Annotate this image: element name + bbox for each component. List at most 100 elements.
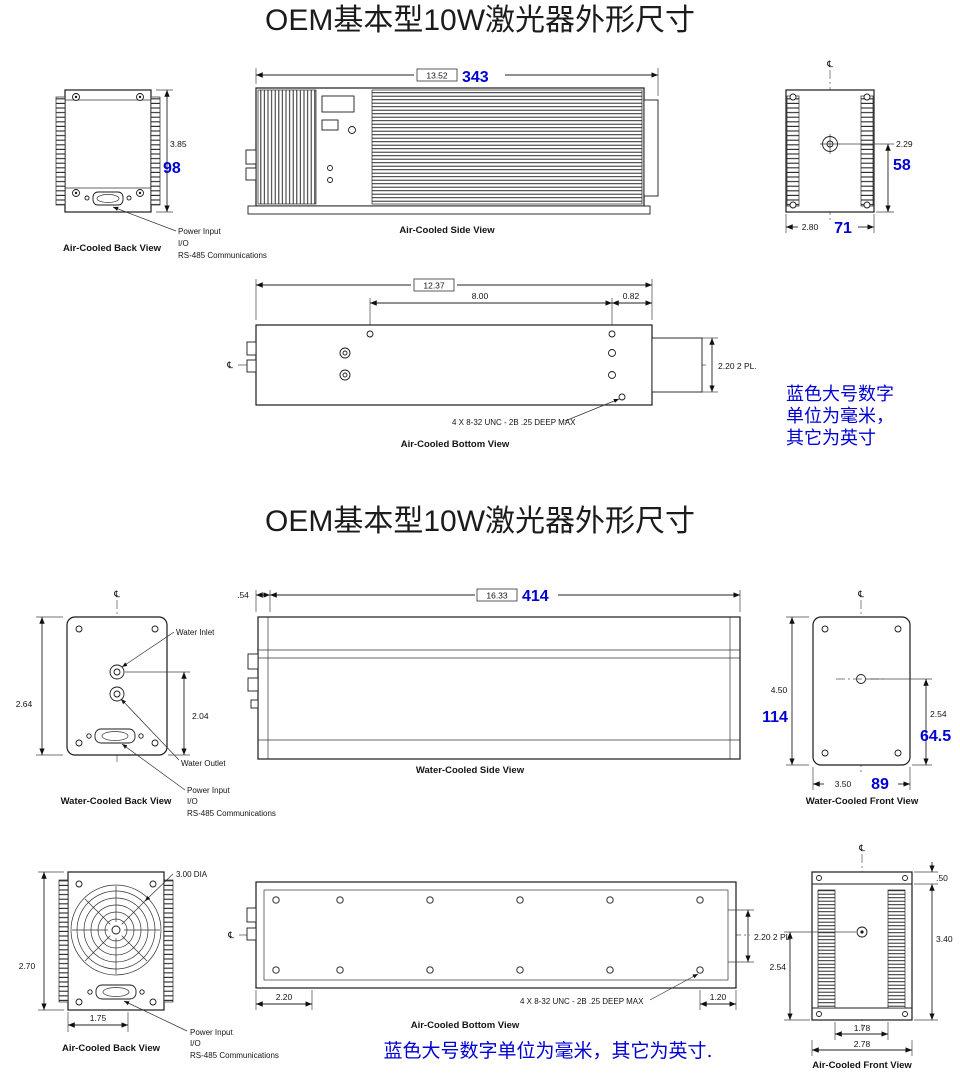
wfront-view-label: Water-Cooled Front View — [806, 796, 919, 807]
bottom-width-dimension — [702, 337, 718, 393]
left-connector-2 — [246, 927, 257, 941]
end-heatsink — [257, 89, 317, 205]
wfront-width-mm: 89 — [871, 776, 889, 793]
left-connector-1 — [245, 149, 257, 165]
afront-view-label: Air-Cooled Front View — [812, 1060, 912, 1071]
afront-width-in: 2.78 — [854, 1039, 871, 1049]
inlet-leader — [121, 631, 175, 668]
callout-power-input: Power Input — [190, 1028, 233, 1037]
thread-leader — [564, 398, 620, 422]
aback-offset-dimension — [67, 1012, 129, 1032]
front-width-in: 2.80 — [802, 222, 819, 232]
front-width-dimension — [785, 214, 875, 233]
bottom-view-label: Air-Cooled Bottom View — [401, 439, 510, 450]
left-connector-2 — [247, 677, 259, 692]
cooling-fan — [70, 884, 162, 976]
back-view-label: Air-Cooled Back View — [63, 243, 162, 254]
bottom-air-cooled-front-view: ℄ .50 3.40 2.54 — [769, 843, 952, 1071]
wside-body — [257, 616, 741, 760]
abottom-view-label: Air-Cooled Bottom View — [411, 1020, 520, 1031]
hole-offset-in: 0.82 — [623, 291, 640, 301]
afront-inner-width-in: 1.78 — [854, 1023, 871, 1033]
wside-length-mm: 414 — [522, 588, 549, 605]
callout-io: I/O — [178, 239, 189, 248]
wfront-body — [812, 616, 911, 766]
bottom-air-cooled-bottom-view: ℄ 2.20 2 PL 2.20 4 X 8-32 UNC - 2B .25 D… — [227, 881, 791, 1031]
inlet-to-base-dimension — [125, 671, 190, 756]
bottom-title: OEM基本型10W激光器外形尺寸 — [265, 505, 695, 538]
centerline-symbol: ℄ — [227, 930, 234, 940]
top-title: OEM基本型10W激光器外形尺寸 — [265, 4, 695, 37]
callout-rs485: RS-485 Communications — [187, 809, 276, 818]
corner-screw-holes — [75, 880, 157, 1006]
bottom-air-cooled-back-view: 3.00 DIA 2.70 1.75 Power Input I/O RS-48… — [19, 870, 279, 1060]
abottom-inner — [263, 889, 729, 981]
afront-height-dimension — [914, 884, 938, 1021]
left-connector-1 — [246, 907, 257, 923]
callout-power-input: Power Input — [178, 227, 221, 236]
centerline-symbol: ℄ — [858, 843, 865, 853]
front-width-mm: 71 — [834, 220, 852, 237]
callout-io: I/O — [190, 1039, 201, 1048]
side-length-in: 13.52 — [426, 71, 448, 81]
water-inlet-label: Water Inlet — [176, 628, 215, 637]
top-air-cooled-side-view: 13.52 343 Air-Cooled Side View — [245, 68, 659, 236]
aback-height-in: 2.70 — [19, 961, 36, 971]
wfront-height-dimension — [786, 616, 809, 766]
side-length-dimension — [255, 68, 659, 96]
beam-height-dimension — [840, 143, 894, 213]
callout-rs485: RS-485 Communications — [178, 251, 267, 260]
thread-note: 4 X 8-32 UNC - 2B .25 DEEP MAX — [452, 418, 576, 427]
water-cooled-front-view: ℄ 4.50 114 2.54 64.5 3 — [762, 589, 951, 807]
abottom-edge-in: 2.20 — [276, 992, 293, 1002]
dsub-connector — [86, 728, 144, 744]
wfront-beam-dimension — [866, 678, 932, 766]
back-height-mm: 98 — [163, 160, 181, 177]
mounting-holes — [339, 330, 626, 401]
wfront-width-dimension — [812, 767, 911, 790]
water-inlet-port — [109, 664, 125, 680]
wfront-width-in: 3.50 — [835, 779, 852, 789]
front-fins-right — [860, 95, 874, 207]
fan-dia-leader — [144, 873, 174, 902]
afront-inner-width-dimension — [834, 1022, 889, 1040]
corner-screw-holes — [816, 875, 908, 1017]
abottom-offset-in: 1.20 — [710, 992, 727, 1002]
beam-aperture — [856, 926, 868, 938]
side-fins — [371, 89, 643, 205]
wside-length-in: 16.33 — [486, 591, 508, 601]
centerline-symbol: ℄ — [857, 589, 864, 599]
connector-leader — [121, 743, 186, 791]
centerline-symbol: ℄ — [226, 360, 233, 370]
callout-power-input: Power Input — [187, 786, 230, 795]
dsub-connector — [87, 984, 145, 1000]
front-fins-left — [817, 889, 836, 1009]
bottom-width-in: 2.20 2 PL. — [718, 361, 757, 371]
bottom-length-dimension — [255, 278, 653, 320]
aback-offset-in: 1.75 — [90, 1013, 107, 1023]
bottom-unit-note: 蓝色大号数字单位为毫米，其它为英寸. — [383, 1040, 712, 1062]
side-view-label: Air-Cooled Side View — [399, 225, 495, 236]
left-connector-1 — [247, 653, 259, 670]
afront-beam-in: 2.54 — [769, 962, 786, 972]
afront-lid-dimension — [914, 862, 938, 885]
heatsink-fins-left — [58, 879, 69, 1003]
wside-length-dimension — [255, 588, 741, 612]
end-cap — [643, 99, 659, 197]
top-unit-note: 蓝色大号数字 单位为毫米， 其它为英寸 — [786, 384, 894, 449]
aback-view-label: Air-Cooled Back View — [62, 1043, 161, 1054]
top-air-cooled-front-view: ℄ 2.29 58 2.80 71 — [785, 59, 913, 237]
abottom-body — [255, 881, 737, 989]
top-air-cooled-bottom-view: 12.37 8.00 0.82 ℄ 2.20 2 PL. — [226, 278, 757, 450]
beam-height-in: 2.29 — [896, 139, 913, 149]
wfront-height-in: 4.50 — [771, 685, 788, 695]
aback-height-dimension — [38, 871, 64, 1011]
connector-leader — [112, 206, 177, 232]
water-outlet-port — [109, 686, 125, 702]
abottom-edge-dimension — [255, 990, 313, 1010]
wfront-beam-mm: 64.5 — [920, 728, 951, 745]
abottom-width-dimension — [728, 909, 754, 963]
wback-view-label: Water-Cooled Back View — [61, 796, 172, 807]
